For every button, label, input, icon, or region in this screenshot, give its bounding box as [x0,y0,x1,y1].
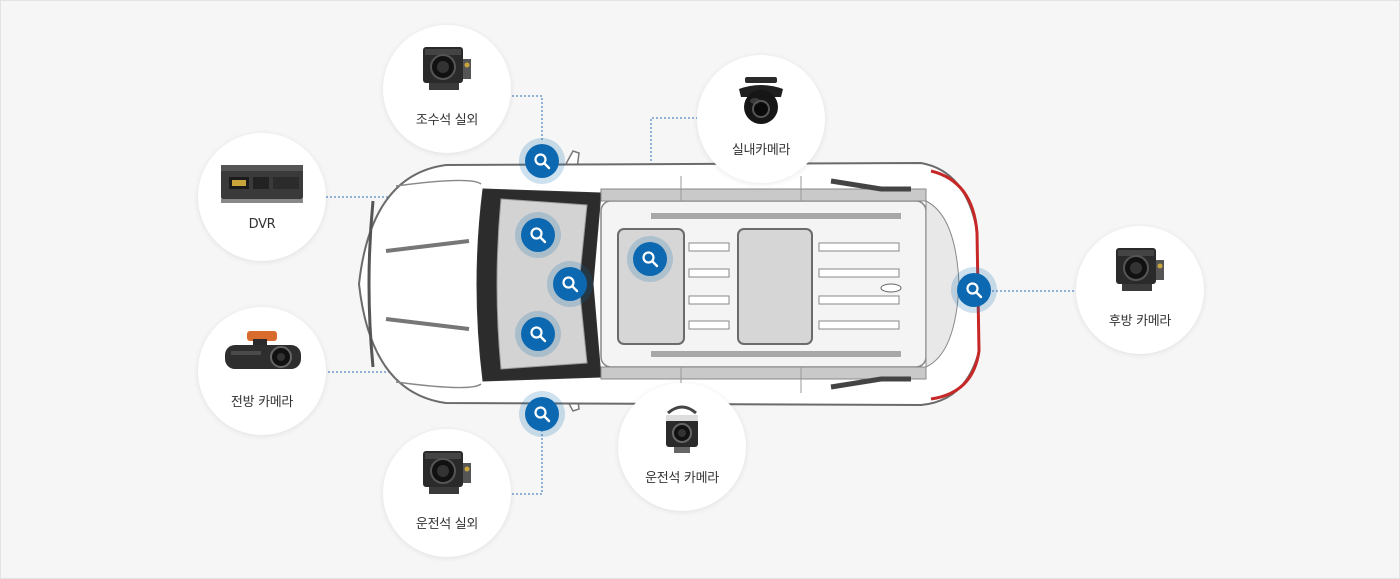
dome-camera-icon [739,77,783,124]
pin-front[interactable] [521,317,555,351]
pin-passenger-exterior[interactable] [525,144,559,178]
camera-label: 실내카메라 [731,143,791,158]
box-camera-icon [1116,248,1164,291]
camera-label: 운전석 실외 [415,517,479,532]
windshield-glass [496,198,588,370]
pin-interior[interactable] [633,242,667,276]
connector-passenger-exterior [512,95,543,142]
camera-card-driver[interactable]: 운전석 카메라 [618,383,746,511]
pin-dvr[interactable] [521,218,555,252]
tail-light [930,169,981,401]
camera-card-front[interactable]: 전방 카메라 [198,307,326,435]
camera-label: 운전석 카메라 [645,471,719,486]
magnifier-icon [966,282,983,299]
magnifier-icon [530,326,547,343]
camera-label: 후방 카메라 [1108,314,1172,329]
camera-label: 전방 카메라 [230,395,294,410]
magnifier-icon [642,251,659,268]
box-camera-icon [423,451,471,494]
camera-card-rear[interactable]: 후방 카메라 [1076,226,1204,354]
camera-label: DVR [248,217,276,232]
box-camera-icon [423,47,471,90]
rear-sunroof [737,228,813,345]
magnifier-icon [562,276,579,293]
dash-camera-icon [225,331,301,369]
pin-driver[interactable] [553,267,587,301]
camera-card-interior[interactable]: 실내카메라 [697,55,825,183]
camera-label: 조수석 실외 [415,113,479,128]
magnifier-icon [534,406,551,423]
connector-driver-exterior [512,431,543,495]
camera-card-driver-exterior[interactable]: 운전석 실외 [383,429,511,557]
camera-card-passenger-exterior[interactable]: 조수석 실외 [383,25,511,153]
magnifier-icon [534,153,551,170]
dvr-recorder-icon [221,165,303,203]
pin-rear[interactable] [957,273,991,307]
mini-camera-icon [666,405,698,453]
camera-card-dvr[interactable]: DVR [198,133,326,261]
pin-driver-exterior[interactable] [525,397,559,431]
magnifier-icon [530,227,547,244]
